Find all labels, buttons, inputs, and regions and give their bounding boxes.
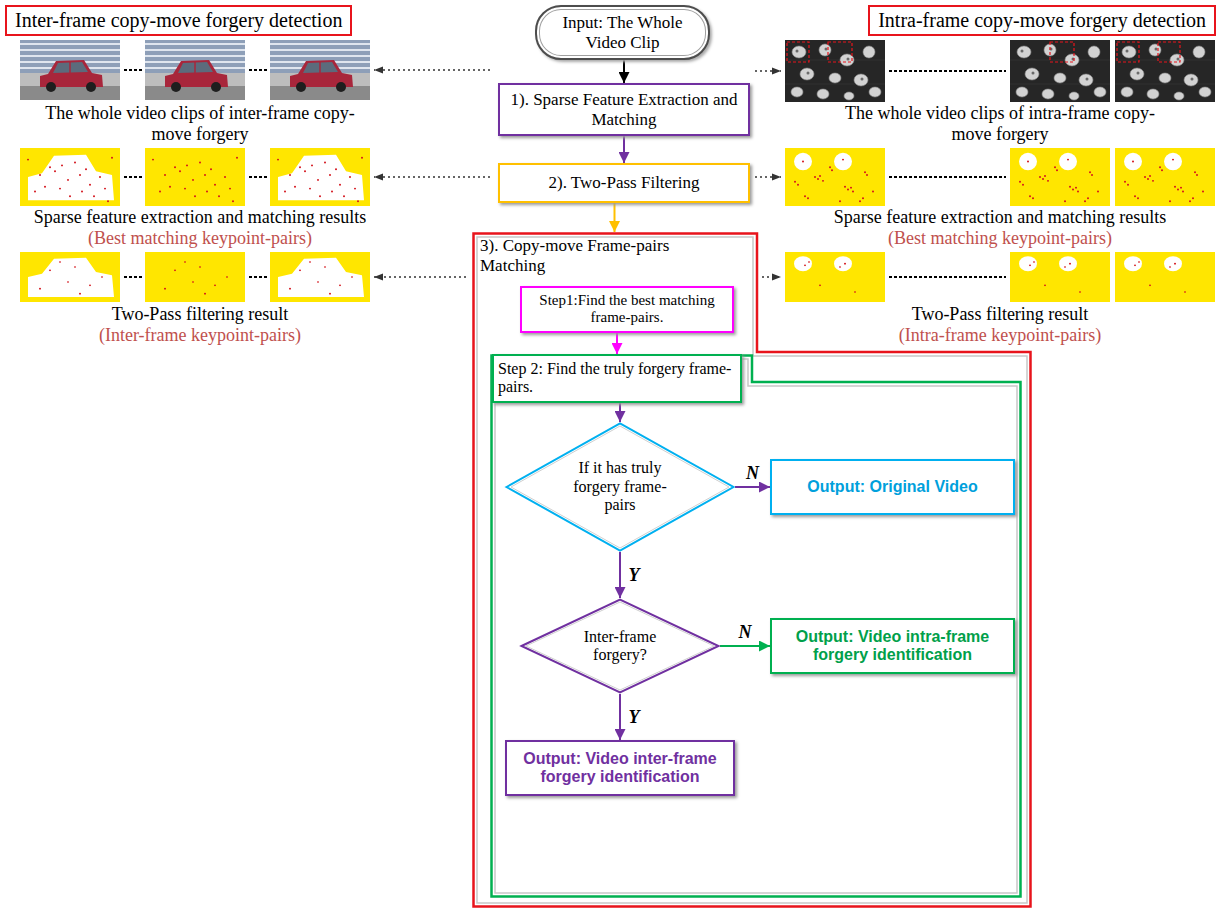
branch-label: N — [746, 463, 759, 484]
video-frame — [20, 40, 120, 100]
step-container: Step 2: Find the truly forgery frame-pai… — [490, 354, 1022, 898]
result-frame — [1010, 148, 1110, 206]
diamond-inner-line — [526, 602, 714, 690]
caption-text: Two-Pass filtering result — [912, 304, 1089, 325]
result-frame — [145, 252, 245, 302]
node-text: Inter-frame forgery? — [572, 628, 668, 665]
node-text: Inter-frame copy-move forgery detection — [15, 9, 342, 32]
decision-diamond: If it has truly forgery frame-pairs — [505, 422, 735, 552]
container-inner-line — [495, 359, 1017, 893]
output-box: Output: Video intra-frame forgery identi… — [770, 618, 1015, 674]
flow-arrow — [623, 60, 625, 83]
flow-arrow — [616, 333, 618, 355]
caption-text: (Best matching keypoint-pairs) — [88, 228, 312, 249]
node-text: Input: The Whole Video Clip — [547, 13, 698, 52]
process-box: Step1:Find the best matching frame-pairs… — [520, 286, 734, 333]
node-text: Step1:Find the best matching frame-pairs… — [528, 292, 726, 327]
keypoint-dots — [1029, 261, 1081, 293]
node-text: 1). Sparse Feature Extraction and Matchi… — [508, 90, 740, 129]
result-frame — [1010, 252, 1110, 302]
inter-frame-thumbnails — [20, 40, 370, 302]
diamond-border — [507, 424, 734, 551]
video-frame — [1115, 40, 1215, 102]
keypoint-dots — [804, 261, 856, 293]
process-box: 1). Sparse Feature Extraction and Matchi… — [498, 83, 750, 136]
section-title: Intra-frame copy-move forgery detection — [868, 5, 1216, 36]
result-frame — [785, 148, 885, 206]
video-frame — [145, 40, 245, 100]
result-frame — [270, 148, 370, 206]
caption-text: Two-Pass filtering result — [112, 304, 289, 325]
branch-label: Y — [629, 707, 640, 728]
result-frame — [1115, 252, 1215, 302]
keypoint-dots — [164, 261, 228, 294]
caption-text: The whole video clips of intra-frame cop… — [845, 103, 1155, 144]
branch-label: Y — [629, 565, 640, 586]
start-terminal: Input: The Whole Video Clip — [535, 5, 710, 60]
caption-text: Sparse feature extraction and matching r… — [834, 207, 1166, 228]
flow-arrow — [720, 645, 770, 647]
output-box: Output: Original Video — [770, 459, 1015, 515]
caption-text: (Intra-frame keypoint-pairs) — [899, 325, 1101, 346]
branch-label: N — [739, 622, 752, 643]
flow-arrow — [619, 403, 621, 422]
forgery-region-marks — [787, 42, 1180, 62]
node-text: Intra-frame copy-move forgery detection — [878, 9, 1206, 32]
container-border — [492, 356, 1021, 897]
container-heading: Step 2: Find the truly forgery frame-pai… — [492, 354, 742, 403]
video-frame — [785, 40, 885, 102]
node-text: Output: Video inter-frame forgery identi… — [515, 750, 725, 787]
caption-text: (Inter-frame keypoint-pairs) — [99, 325, 301, 346]
process-box: 2). Two-Pass Filtering — [498, 163, 750, 203]
result-frame — [785, 252, 885, 302]
keypoint-dots — [1124, 159, 1204, 203]
node-text: If it has truly forgery frame-pairs — [568, 459, 672, 514]
keypoint-dots — [277, 157, 363, 202]
intra-frame-thumbnails — [785, 40, 1215, 302]
dotted-pointer — [374, 70, 781, 277]
keypoint-dots — [289, 261, 353, 294]
result-frame — [1115, 148, 1215, 206]
flow-arrow — [614, 203, 616, 232]
flow-arrow — [735, 486, 770, 488]
caption-text: The whole video clips of inter-frame cop… — [45, 103, 355, 144]
node-text: 2). Two-Pass Filtering — [508, 173, 740, 193]
node-text: Output: Original Video — [780, 478, 1005, 496]
caption-text: Sparse feature extraction and matching r… — [34, 207, 366, 228]
result-frame — [20, 148, 120, 206]
video-frame — [1010, 40, 1110, 102]
keypoint-dots — [27, 157, 113, 202]
keypoint-dots — [1019, 159, 1099, 203]
output-box: Output: Video inter-frame forgery identi… — [505, 740, 735, 796]
decision-diamond: Inter-frame forgery? — [520, 598, 720, 694]
flow-arrow — [619, 552, 621, 598]
keypoint-dots — [794, 159, 874, 203]
node-text: Output: Video intra-frame forgery identi… — [780, 628, 1005, 665]
diamond-border — [522, 600, 719, 693]
keypoint-dots — [1134, 261, 1186, 293]
flow-arrow — [623, 136, 625, 163]
flow-arrow — [619, 694, 621, 740]
keypoint-dots — [39, 261, 103, 294]
caption-text: (Best matching keypoint-pairs) — [888, 228, 1112, 249]
keypoint-dots — [152, 157, 238, 202]
result-frame — [270, 252, 370, 302]
result-frame — [145, 148, 245, 206]
container-heading: 3). Copy-move Frame-pairs Matching — [480, 232, 700, 275]
section-title: Inter-frame copy-move forgery detection — [5, 5, 352, 36]
video-frame — [270, 40, 370, 100]
diamond-inner-line — [511, 426, 729, 548]
result-frame — [20, 252, 120, 302]
